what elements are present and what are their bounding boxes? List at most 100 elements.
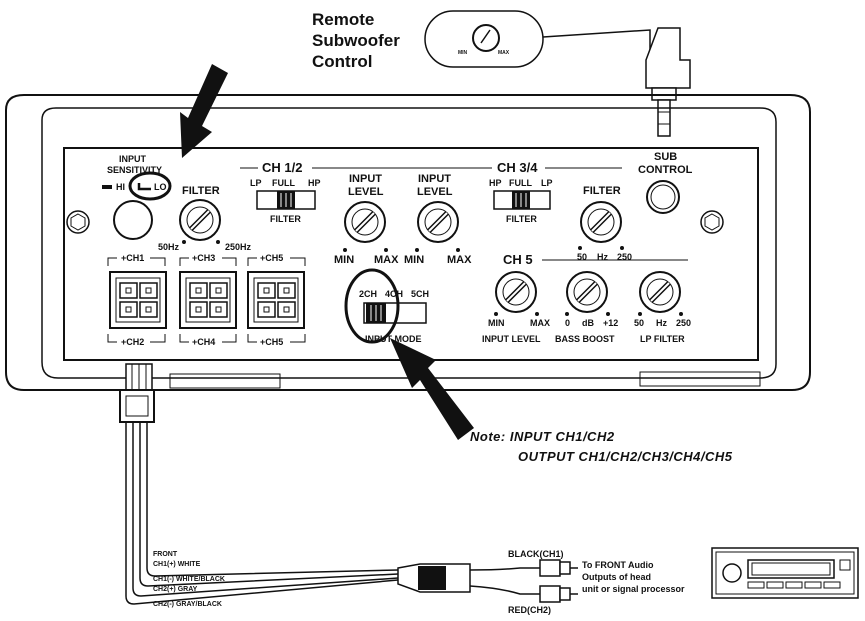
input-level-b-label-line1: INPUT bbox=[418, 173, 451, 185]
lp-filter-250-label: 250 bbox=[676, 318, 691, 328]
head-unit-icon bbox=[711, 547, 859, 599]
bass-boost-db-label: dB bbox=[582, 318, 594, 328]
ch12-lp-label: LP bbox=[250, 178, 262, 188]
remote-plug-pin bbox=[657, 99, 671, 137]
sub-control-jack[interactable] bbox=[646, 180, 680, 214]
input-level-a-group: INPUT LEVEL MIN MAX bbox=[334, 173, 399, 266]
lo-highlight-circle bbox=[128, 171, 172, 201]
filter-right-250-label: 250 bbox=[617, 252, 632, 262]
wire-ch2-pos bbox=[132, 422, 399, 597]
dest-line2: Outputs of head bbox=[582, 572, 651, 582]
filter-right-label: FILTER bbox=[583, 185, 621, 197]
remote-max-label: MAX bbox=[498, 50, 510, 56]
amplifier-inner-frame bbox=[41, 107, 777, 379]
freq-50hz-label: 50Hz bbox=[158, 242, 180, 252]
ch12-label: CH 1/2 bbox=[262, 160, 302, 175]
input-mode-highlight-circle bbox=[344, 268, 400, 344]
hi-indicator-icon bbox=[102, 185, 112, 189]
bass-boost-12-label: +12 bbox=[603, 318, 618, 328]
dest-line1: To FRONT Audio bbox=[582, 560, 654, 570]
lo-label: LO bbox=[154, 182, 167, 192]
ch34-full-label: FULL bbox=[509, 178, 532, 188]
lp-filter-caption: LP FILTER bbox=[640, 334, 685, 344]
ch5-label: CH 5 bbox=[503, 252, 533, 267]
connector-ch1-ch2[interactable] bbox=[109, 271, 167, 329]
harness-plug-shell bbox=[119, 389, 155, 423]
sub-control-label-line2: CONTROL bbox=[638, 164, 693, 176]
wire-ch2-neg-label: CH2(-) GRAY/BLACK bbox=[153, 601, 222, 608]
input-level-b-min-label: MIN bbox=[404, 254, 424, 266]
note-line2: OUTPUT CH1/CH2/CH3/CH4/CH5 bbox=[518, 449, 733, 464]
bass-boost-0-label: 0 bbox=[565, 318, 570, 328]
wire-ch2-neg bbox=[125, 422, 399, 605]
arrow-to-input-mode-icon bbox=[390, 338, 474, 440]
conn-ch5-top-label: +CH5 bbox=[260, 253, 283, 263]
lo-indicator-icon bbox=[137, 183, 151, 191]
filter-right-hz-label: Hz bbox=[597, 252, 608, 262]
filter-right-group: FILTER 50 Hz 250 bbox=[577, 185, 632, 262]
amplifier-outer-shell bbox=[5, 94, 811, 391]
connector-ch5[interactable] bbox=[247, 271, 305, 329]
wire-ch1-pos bbox=[146, 422, 399, 577]
ch12-filter-label: FILTER bbox=[270, 214, 301, 224]
vent-left bbox=[169, 373, 281, 389]
ch34-lp-label: LP bbox=[541, 178, 553, 188]
conn-ch3-label: +CH3 bbox=[192, 253, 215, 263]
ch34-crossover-group: CH 3/4 HP FULL LP FILTER bbox=[462, 160, 622, 224]
conn-ch5-bottom-label: +CH5 bbox=[260, 337, 283, 347]
remote-body bbox=[424, 10, 544, 68]
ch12-full-label: FULL bbox=[272, 178, 295, 188]
hi-label: HI bbox=[116, 182, 125, 192]
input-level-a-max-label: MAX bbox=[374, 254, 399, 266]
output-connectors: +CH1 +CH3 +CH5 bbox=[107, 253, 306, 347]
harness-front-label: FRONT bbox=[153, 551, 178, 558]
ch5-max-label: MAX bbox=[530, 318, 550, 328]
conn-ch4-label: +CH4 bbox=[192, 337, 215, 347]
arrow-to-lo-icon bbox=[180, 64, 228, 158]
rca-red-ch2-label: RED(CH2) bbox=[508, 605, 551, 615]
mode-4ch-label: 4CH bbox=[385, 289, 403, 299]
wire-ch1-neg-label: CH1(-) WHITE/BLACK bbox=[153, 576, 225, 583]
rca-black-ch1-label: BLACK(CH1) bbox=[508, 549, 564, 559]
remote-knob-pointer bbox=[480, 29, 491, 44]
remote-plug-housing bbox=[645, 27, 691, 89]
connector-ch3-ch4[interactable] bbox=[179, 271, 237, 329]
ch34-filter-label: FILTER bbox=[506, 214, 537, 224]
rca-plug-ch2 bbox=[539, 585, 578, 603]
input-mode-label: INPUT MODE bbox=[365, 334, 422, 344]
input-level-a-label-line2: LEVEL bbox=[348, 186, 384, 198]
filter-left-group: FILTER 50Hz 250Hz bbox=[158, 185, 252, 252]
input-mode-group: 2CH 4CH 5CH INPUT MODE bbox=[344, 268, 429, 344]
input-level-a-min-label: MIN bbox=[334, 254, 354, 266]
input-sensitivity-button[interactable] bbox=[113, 200, 153, 240]
input-level-a-label-line1: INPUT bbox=[349, 173, 382, 185]
remote-title-line1: Remote bbox=[312, 10, 374, 29]
filter-left-label: FILTER bbox=[182, 185, 220, 197]
input-level-caption: INPUT LEVEL bbox=[482, 334, 541, 344]
freq-250hz-label: 250Hz bbox=[225, 242, 252, 252]
bass-boost-caption: BASS BOOST bbox=[555, 334, 615, 344]
input-sensitivity-label-line2: SENSITIVITY bbox=[107, 165, 162, 175]
filter-right-50-label: 50 bbox=[577, 252, 587, 262]
left-mount-screw-icon bbox=[66, 210, 90, 234]
remote-title-line3: Control bbox=[312, 52, 372, 71]
vent-right bbox=[639, 371, 761, 387]
amplifier-chassis bbox=[5, 94, 811, 391]
ch5-group: CH 5 MIN MAX 0 dB +12 50 Hz 250 INPUT LE… bbox=[482, 252, 691, 344]
input-harness: FRONT CH1(+) WHITE CH1(-) WHITE/BLACK CH… bbox=[119, 363, 685, 615]
wire-ch2-pos-label: CH2(+) GRAY bbox=[153, 586, 198, 593]
lp-filter-50-label: 50 bbox=[634, 318, 644, 328]
mode-2ch-label: 2CH bbox=[359, 289, 377, 299]
wire-ch1-pos-label: CH1(+) WHITE bbox=[153, 561, 201, 568]
remote-subwoofer-control: Remote Subwoofer Control MIN MAX bbox=[312, 10, 691, 137]
rca-splitter-grip bbox=[418, 566, 446, 590]
ch12-hp-label: HP bbox=[308, 178, 321, 188]
sub-control-group: SUB CONTROL bbox=[638, 151, 693, 214]
conn-ch1-label: +CH1 bbox=[121, 253, 144, 263]
note-line1: Note: INPUT CH1/CH2 bbox=[470, 429, 615, 444]
ch34-hp-label: HP bbox=[489, 178, 502, 188]
ch34-label: CH 3/4 bbox=[497, 160, 538, 175]
input-sensitivity-label-line1: INPUT bbox=[119, 154, 147, 164]
sub-control-label-line1: SUB bbox=[654, 151, 677, 163]
lp-filter-hz-label: Hz bbox=[656, 318, 667, 328]
